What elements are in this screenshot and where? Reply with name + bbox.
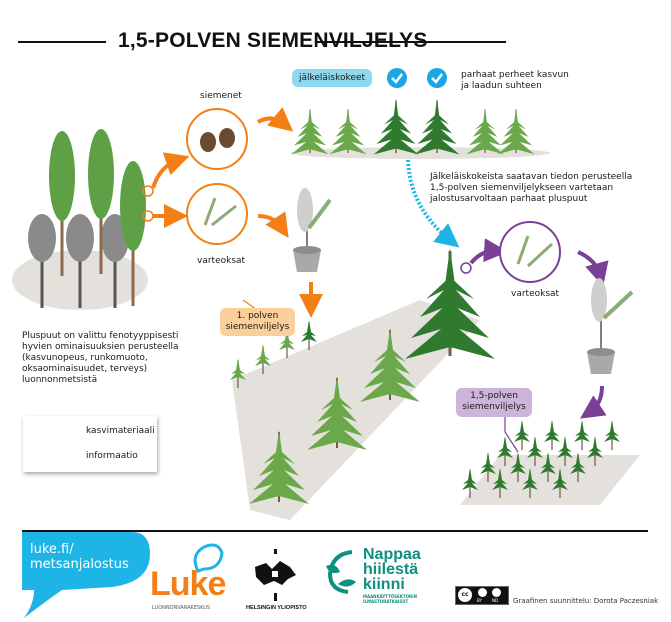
legend: kasvimateriaali informaatio	[23, 416, 157, 472]
footer-rule	[22, 530, 648, 532]
luke-leaf-icon	[193, 543, 224, 573]
best-families-text: parhaat perheet kasvun ja laadun suhteen	[461, 70, 569, 91]
nappaa-logo: Nappaa hiilestä kiinni	[363, 546, 421, 593]
nd-icon	[492, 588, 501, 597]
design-credit: Graafinen suunnittelu: Dorota Paczesniak	[513, 597, 659, 605]
by-icon	[478, 588, 487, 597]
title-rule-right	[316, 41, 506, 43]
metsanjalostus-link[interactable]: luke.fi/ metsanjalostus	[30, 542, 129, 572]
seeds-circle	[186, 108, 248, 170]
cuttings-circle	[186, 183, 248, 245]
legend-material-label: kasvimateriaali	[86, 426, 155, 436]
luke-subtitle: LUONNONVARAKESKUS	[152, 605, 211, 611]
check-circle-icon	[427, 68, 447, 88]
first-generation-tag: 1. polven siemenviljelys	[220, 308, 295, 336]
cuttings-label: varteoksat	[197, 256, 246, 266]
header: 1,5-POLVEN SIEMENVILJELYS	[0, 26, 671, 56]
title-rule-left	[18, 41, 106, 43]
nd-label: ND	[492, 598, 499, 603]
generation-1-5-tag: 1,5-polven siemenviljelys	[456, 388, 532, 417]
legend-information-label: informaatio	[86, 451, 138, 461]
natural-forest-illustration	[12, 127, 154, 310]
plus-tree-description: Pluspuut on valittu fenotyyppisesti hyvi…	[22, 331, 179, 385]
cuttings-label-2: varteoksat	[511, 289, 560, 299]
by-label: BY	[477, 598, 482, 603]
info-note: Jälkeläiskokeista saatavan tiedon perust…	[430, 172, 633, 204]
cuttings-circle-2	[499, 221, 561, 283]
nappaa-leaf-icon	[326, 550, 356, 594]
speech-bubble	[22, 532, 150, 618]
helsinki-university-crest-icon	[255, 549, 296, 601]
cc-by-nd-badge: cc BY ND	[455, 586, 509, 605]
cc-icon: cc	[458, 588, 472, 602]
nappaa-subtitle: MAANKÄYTTÖSEKTORIN ILMASTORATKAISUT	[363, 594, 417, 604]
luke-logo: Luke	[150, 565, 226, 603]
seeds-label: siemenet	[200, 91, 242, 101]
check-circle-icon	[387, 68, 407, 88]
page-title: 1,5-POLVEN SIEMENVILJELYS	[118, 29, 428, 52]
progeny-test-tag: jälkeläiskokeet	[292, 69, 372, 87]
helsinki-university-label: HELSINGIN YLIOPISTO	[246, 605, 307, 611]
